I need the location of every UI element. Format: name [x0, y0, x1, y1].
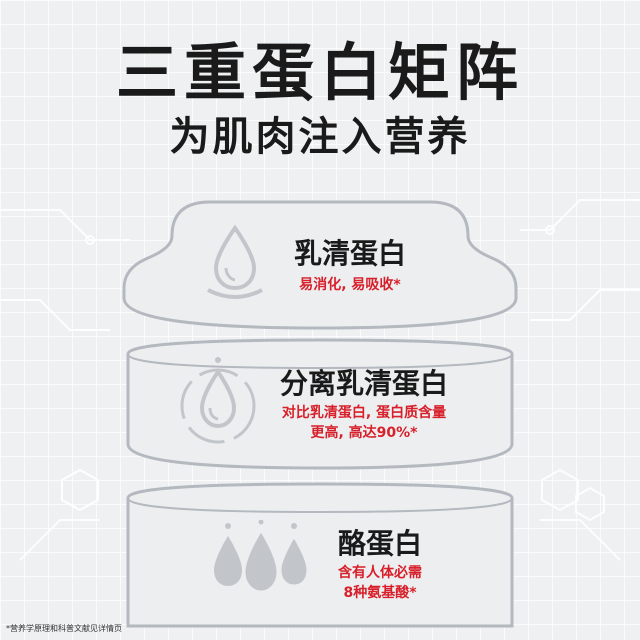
layer-name: 分离乳清蛋白	[279, 367, 448, 400]
page-subtitle: 为肌肉注入营养	[169, 114, 471, 160]
jar-base-shape	[126, 482, 514, 628]
water-drop-with-circle-icon	[180, 357, 256, 444]
layer-description: 易消化, 易吸收*	[299, 277, 401, 293]
footnote: *营养学原理和科普文献见详情页	[6, 624, 122, 633]
water-drop-icon	[207, 224, 263, 299]
layer-description-line1: 含有人体必需	[338, 565, 422, 581]
layer-name: 酪蛋白	[337, 527, 422, 560]
page-title: 三重蛋白矩阵	[115, 36, 524, 109]
protein-layer-whey-isolate: 分离乳清蛋白 对比乳清蛋白, 蛋白质含量 更高, 高达90%*	[120, 336, 520, 472]
triple-drop-icon	[214, 520, 310, 594]
layer-description-line1: 对比乳清蛋白, 蛋白质含量	[281, 405, 447, 421]
protein-layer-whey: 乳清蛋白 易消化, 易吸收*	[120, 196, 520, 332]
protein-layer-casein: 酪蛋白 含有人体必需 8种氨基酸*	[120, 480, 520, 628]
layer-name: 乳清蛋白	[293, 237, 406, 270]
layer-description-line2: 8种氨基酸*	[343, 585, 417, 601]
layer-description-line2: 更高, 高达90%*	[310, 425, 418, 441]
